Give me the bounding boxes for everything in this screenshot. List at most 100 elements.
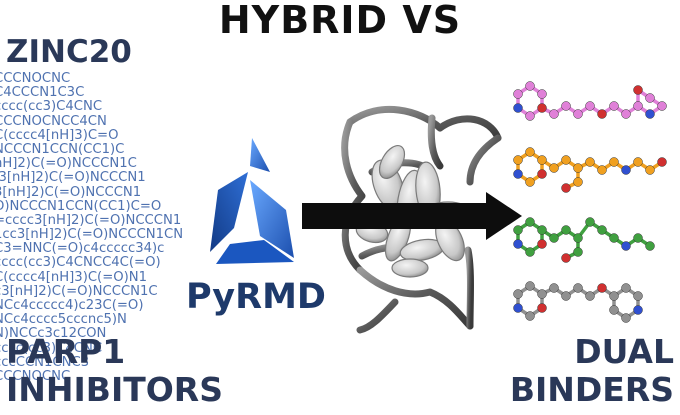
ligand-atom bbox=[537, 155, 547, 165]
ligand-atom bbox=[537, 225, 547, 235]
ligand-atom bbox=[513, 303, 523, 313]
ligand-atom bbox=[525, 217, 535, 227]
ligand-atom bbox=[633, 305, 643, 315]
ligand-atom bbox=[525, 177, 535, 187]
ligand-atom bbox=[621, 109, 631, 119]
ligand-molecule bbox=[513, 217, 655, 263]
smiles-line: =cccc3[nH]2)C(=O)NCCCN1 bbox=[0, 212, 182, 228]
smiles-line: cccCCN1CNC3 bbox=[0, 354, 90, 370]
ligand-atom bbox=[513, 225, 523, 235]
ligand-atom bbox=[657, 157, 667, 167]
ligand-atom bbox=[609, 157, 619, 167]
arrow bbox=[302, 192, 522, 240]
smiles-line: C(cccc4[nH]3)C=O bbox=[0, 127, 119, 143]
ligand-molecule bbox=[513, 281, 643, 323]
parp1-label: PARP1 bbox=[6, 332, 126, 371]
ligand-atom bbox=[609, 233, 619, 243]
ligand-atom bbox=[645, 165, 655, 175]
ligand-atom bbox=[537, 289, 547, 299]
ligand-structures bbox=[513, 81, 667, 323]
ligand-atom bbox=[537, 169, 547, 179]
smiles-line: NCc4ccccc4)c23C(=O) bbox=[0, 298, 144, 313]
ligand-atom bbox=[585, 101, 595, 111]
smiles-line: cccc(cc3)C4CNC bbox=[0, 340, 103, 356]
smiles-line: C(cccc4[nH]3)C(=O)N1 bbox=[0, 269, 148, 285]
ligand-atom bbox=[597, 109, 607, 119]
ligand-atom bbox=[573, 283, 583, 293]
smiles-line: 1cc3[nH]2)C(=O)NCCCN1CN bbox=[0, 227, 184, 243]
ligand-atom bbox=[621, 241, 631, 251]
ligand-atom bbox=[621, 313, 631, 323]
ligand-atom bbox=[513, 289, 523, 299]
ligand-atom bbox=[645, 241, 655, 251]
ligand-atom bbox=[525, 81, 535, 91]
ligand-atom bbox=[609, 101, 619, 111]
inhibitors-label: INHIBITORS bbox=[6, 370, 223, 409]
smiles-line: c3[nH]2)C(=O)NCCCN1C bbox=[0, 283, 158, 299]
ligand-atom bbox=[561, 253, 571, 263]
pyrmd-logo-text: PyRMD bbox=[186, 277, 326, 317]
pyrmd-logo-icon bbox=[210, 138, 294, 264]
smiles-line: C4CCCN1C3C bbox=[0, 85, 85, 101]
ligand-atom bbox=[597, 283, 607, 293]
ligand-atom bbox=[573, 177, 583, 187]
smiles-line: NCCCN1CCN(CC1)C bbox=[0, 141, 125, 157]
ligand-molecule bbox=[513, 81, 667, 121]
ligand-atom bbox=[621, 283, 631, 293]
ligand-atom bbox=[549, 109, 559, 119]
ligand-atom bbox=[525, 311, 535, 321]
ligand-atom bbox=[609, 291, 619, 301]
ligand-atom bbox=[561, 225, 571, 235]
ligand-atom bbox=[621, 165, 631, 175]
zinc20-heading: ZINC20 bbox=[6, 34, 132, 70]
ligand-atom bbox=[513, 103, 523, 113]
ligand-atom bbox=[561, 101, 571, 111]
smiles-line: NCc4cccc5cccnc5)N bbox=[0, 312, 127, 328]
ligand-atom bbox=[585, 291, 595, 301]
ligand-atom bbox=[597, 225, 607, 235]
ligand-atom bbox=[657, 101, 667, 111]
ligand-atom bbox=[633, 157, 643, 167]
smiles-line: :3[nH]2)C(=O)NCCCN1 bbox=[0, 170, 146, 186]
smiles-line: cccc(cc3)C4CNC bbox=[0, 99, 103, 115]
ligand-atom bbox=[585, 217, 595, 227]
ligand-atom bbox=[633, 233, 643, 243]
ligand-atom bbox=[525, 247, 535, 257]
ligand-atom bbox=[633, 101, 643, 111]
ligand-atom bbox=[633, 291, 643, 301]
ligand-atom bbox=[525, 147, 535, 157]
ligand-atom bbox=[525, 111, 535, 121]
ligand-atom bbox=[573, 109, 583, 119]
smiles-line: nH]2)C(=O)NCCCN1C bbox=[0, 156, 137, 172]
smiles-line: N)NCCc3c12CON bbox=[0, 326, 107, 342]
smiles-line: CCCNOCNCC4CN bbox=[0, 113, 107, 129]
smiles-line: CCCNOCNC bbox=[0, 71, 71, 86]
ligand-atom bbox=[585, 157, 595, 167]
protein-ribbon bbox=[341, 106, 502, 334]
ligand-atom bbox=[573, 233, 583, 243]
smiles-line: O)NCCCN1CCN(CC1)C=O bbox=[0, 198, 162, 214]
ligand-atom bbox=[525, 281, 535, 291]
ligand-atom bbox=[561, 183, 571, 193]
ligand-atom bbox=[549, 283, 559, 293]
ligand-atom bbox=[633, 85, 643, 95]
ligand-atom bbox=[537, 89, 547, 99]
ligand-atom bbox=[549, 233, 559, 243]
ligand-atom bbox=[513, 169, 523, 179]
dual-label: DUAL bbox=[574, 332, 674, 371]
ligand-atom bbox=[573, 163, 583, 173]
ligand-atom bbox=[537, 103, 547, 113]
smiles-line: C3=NNC(=O)c4ccccc34)c bbox=[0, 241, 165, 257]
diagram-title: HYBRID VS bbox=[218, 0, 462, 42]
ligand-molecule bbox=[513, 147, 667, 193]
ligand-atom bbox=[573, 247, 583, 257]
ligand-atom bbox=[549, 163, 559, 173]
smiles-line: 3[nH]2)C(=O)NCCCN1 bbox=[0, 184, 142, 200]
ligand-atom bbox=[645, 109, 655, 119]
ligand-atom bbox=[513, 239, 523, 249]
ligand-atom bbox=[645, 93, 655, 103]
ligand-atom bbox=[597, 165, 607, 175]
ligand-atom bbox=[537, 239, 547, 249]
